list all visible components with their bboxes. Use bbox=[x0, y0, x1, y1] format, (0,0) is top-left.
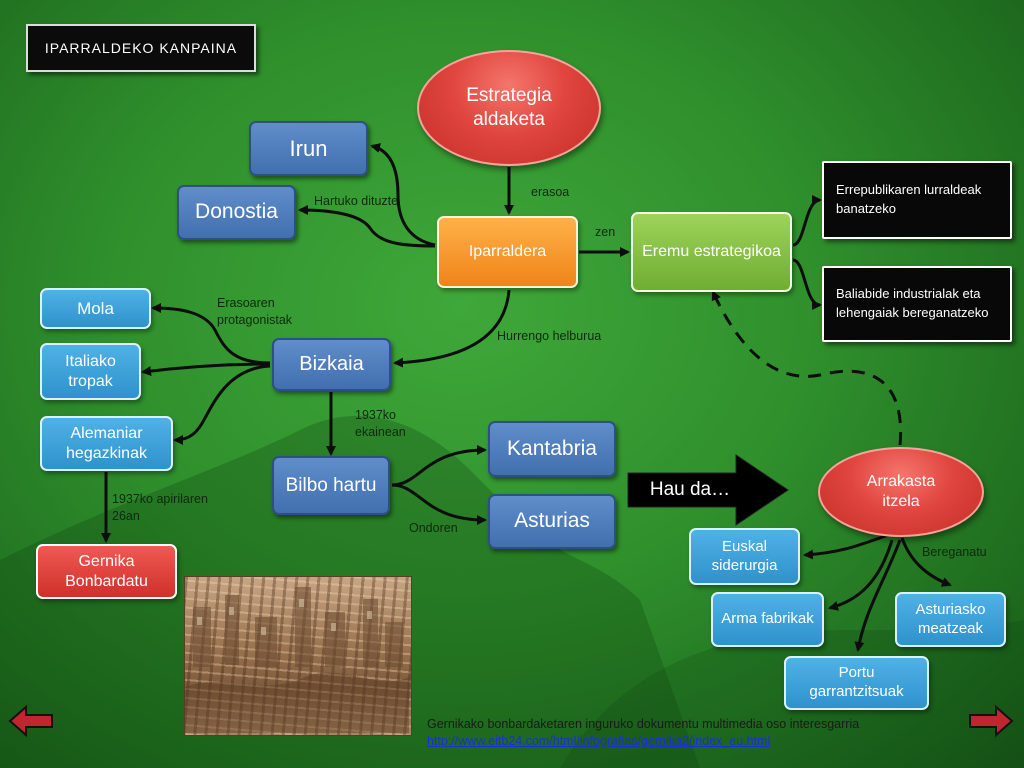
node-alemaniar-hegazkinak: Alemaniar hegazkinak bbox=[40, 416, 173, 471]
node-gernika-bonbardatu: Gernika Bonbardatu bbox=[36, 544, 177, 599]
arrow-eremu-baliabide bbox=[792, 258, 822, 310]
label-1937ko-ekainean: 1937ko ekainean bbox=[355, 407, 425, 441]
node-bilbo-hartu: Bilbo hartu bbox=[272, 456, 390, 515]
arrow-bizkaia-italiako bbox=[141, 362, 271, 376]
hau-da-arrow bbox=[627, 454, 789, 526]
label-ondoren: Ondoren bbox=[409, 521, 458, 535]
caption-link[interactable]: http://www.eitb24.com/html/infografias/g… bbox=[427, 733, 771, 748]
node-kantabria: Kantabria bbox=[488, 421, 616, 477]
node-arrakasta-itzela: Arrakasta itzela bbox=[818, 447, 984, 537]
caption: Gernikako bonbardaketaren inguruko dokum… bbox=[427, 716, 972, 750]
node-asturias: Asturias bbox=[488, 494, 616, 549]
node-arma-fabrikak-label: Arma fabrikak bbox=[721, 610, 814, 628]
arrow-arrakasta-portu bbox=[854, 539, 902, 652]
node-iparraldera-label: Iparraldera bbox=[468, 243, 547, 260]
slide-title: IPARRALDEKO KANPAINA bbox=[26, 24, 256, 72]
node-arma-fabrikak: Arma fabrikak bbox=[711, 592, 824, 647]
arrow-eremu-errepublikaren bbox=[792, 195, 822, 247]
node-alemaniar-hegazkinak-label: Alemaniar hegazkinak bbox=[66, 424, 147, 462]
label-erasoaren-protagonistak-text: Erasoaren protagonistak bbox=[217, 296, 293, 327]
label-1937ko-apirilaren-26an-text: 1937ko apirilaren 26an bbox=[112, 492, 208, 523]
node-mola: Mola bbox=[40, 288, 151, 329]
arrow-arrakasta-euskal bbox=[803, 533, 889, 560]
node-bizkaia: Bizkaia bbox=[272, 338, 391, 391]
label-erasoa: erasoa bbox=[531, 185, 570, 199]
node-errepublikaren: Errepublikaren lurraldeak banatzeko bbox=[822, 161, 1012, 239]
node-asturiasko-meatzeak: Asturiasko meatzeak bbox=[895, 592, 1006, 647]
node-baliabide-label: Baliabide industrialak eta lehengaiak be… bbox=[836, 286, 989, 320]
node-italiako-tropak-label: Italiako tropak bbox=[65, 352, 116, 390]
arrow-arrakasta-arma bbox=[828, 539, 894, 611]
node-asturias-label: Asturias bbox=[514, 509, 590, 533]
node-kantabria-label: Kantabria bbox=[507, 436, 597, 460]
node-euskal-siderurgia-label: Euskal siderurgia bbox=[711, 537, 778, 574]
node-donostia: Donostia bbox=[177, 185, 296, 240]
node-iparraldera: Iparraldera bbox=[437, 216, 578, 288]
node-eremu-estrategikoa-label: Eremu estrategikoa bbox=[642, 243, 781, 260]
label-zen: zen bbox=[595, 225, 616, 239]
node-bizkaia-label: Bizkaia bbox=[299, 353, 364, 375]
node-mola-label: Mola bbox=[77, 298, 114, 318]
node-euskal-siderurgia: Euskal siderurgia bbox=[689, 528, 800, 585]
node-eremu-estrategikoa: Eremu estrategikoa bbox=[631, 212, 792, 292]
node-estrategia-aldaketa: Estrategia aldaketa bbox=[417, 50, 601, 166]
arrow-iparraldera-donostia bbox=[298, 205, 436, 248]
node-hau-da-label: Hau da… bbox=[649, 479, 731, 501]
node-irun-label: Irun bbox=[289, 135, 328, 161]
node-donostia-label: Donostia bbox=[195, 200, 278, 224]
node-portu-garrantzitsuak-label: Portu garrantzitsuak bbox=[809, 664, 904, 700]
node-hau-da: Hau da… bbox=[630, 473, 750, 507]
back-arrow-icon[interactable] bbox=[8, 704, 54, 738]
label-bereganatu: Bereganatu bbox=[922, 545, 987, 559]
ruins-texture bbox=[185, 587, 409, 733]
node-errepublikaren-label: Errepublikaren lurraldeak banatzeko bbox=[836, 182, 982, 216]
arrow-bizkaia-alemaniar bbox=[173, 364, 271, 445]
node-asturiasko-meatzeak-label: Asturiasko meatzeak bbox=[915, 600, 986, 637]
label-hartuko-dituzte: Hartuko dituzte bbox=[314, 194, 399, 208]
label-1937ko-apirilaren-26an: 1937ko apirilaren 26an bbox=[112, 491, 222, 525]
arrow-bilbo-asturias bbox=[391, 483, 487, 525]
node-estrategia-aldaketa-label: Estrategia aldaketa bbox=[466, 85, 552, 130]
node-gernika-bonbardatu-label: Gernika Bonbardatu bbox=[65, 552, 148, 590]
caption-text: Gernikako bonbardaketaren inguruko dokum… bbox=[427, 717, 860, 731]
label-erasoaren-protagonistak: Erasoaren protagonistak bbox=[217, 295, 327, 329]
node-irun: Irun bbox=[249, 121, 368, 176]
arrow-bilbo-kantabria bbox=[391, 445, 487, 487]
node-italiako-tropak: Italiako tropak bbox=[40, 343, 141, 400]
forward-arrow-icon[interactable] bbox=[968, 704, 1014, 738]
node-portu-garrantzitsuak: Portu garrantzitsuak bbox=[784, 656, 929, 710]
node-arrakasta-itzela-label: Arrakasta itzela bbox=[866, 473, 936, 510]
label-1937ko-ekainean-text: 1937ko ekainean bbox=[355, 408, 406, 439]
gernika-ruins-photo bbox=[184, 576, 412, 736]
label-hurrengo-helburua: Hurrengo helburua bbox=[497, 329, 602, 343]
arrow-iparraldera-bizkaia bbox=[393, 289, 511, 368]
node-bilbo-hartu-label: Bilbo hartu bbox=[285, 474, 377, 496]
node-baliabide: Baliabide industrialak eta lehengaiak be… bbox=[822, 266, 1012, 342]
